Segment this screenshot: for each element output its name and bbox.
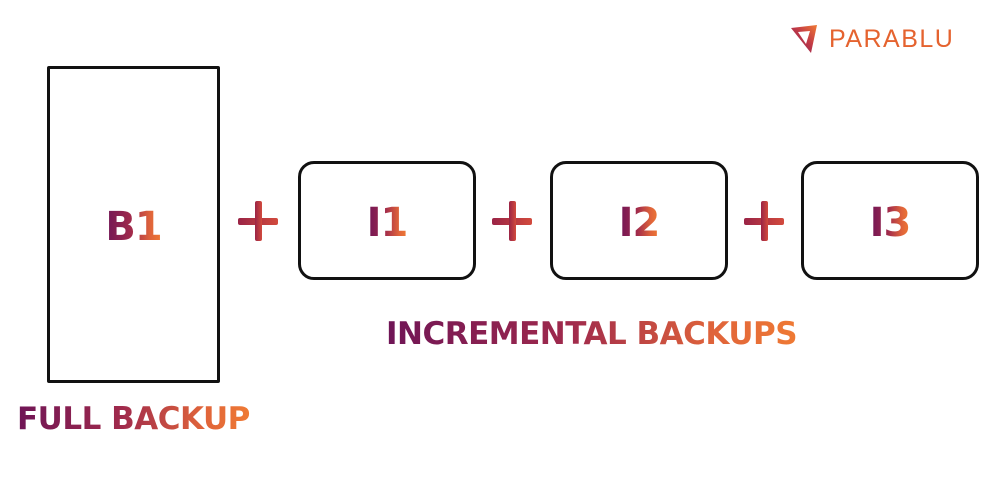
full-backup-label: B1: [105, 203, 162, 250]
incremental-backup-box-3: I3: [801, 161, 979, 280]
incremental-backup-box-1: I1: [298, 161, 476, 280]
incremental-backups-caption: INCREMENTAL BACKUPS: [386, 316, 798, 352]
incremental-backup-label-3: I3: [869, 199, 912, 246]
plus-icon: [744, 201, 784, 241]
plus-icon: [238, 201, 278, 241]
brand-name: PARABLU: [829, 24, 955, 53]
incremental-backup-label-2: I2: [618, 199, 661, 246]
full-backup-caption: FULL BACKUP: [17, 401, 250, 437]
incremental-backup-label-1: I1: [366, 199, 409, 246]
brand-logo: PARABLU: [787, 22, 954, 56]
parablu-logo-icon: [791, 25, 817, 53]
incremental-backup-box-2: I2: [550, 161, 728, 280]
full-backup-box: B1: [47, 66, 220, 383]
plus-icon: [492, 201, 532, 241]
